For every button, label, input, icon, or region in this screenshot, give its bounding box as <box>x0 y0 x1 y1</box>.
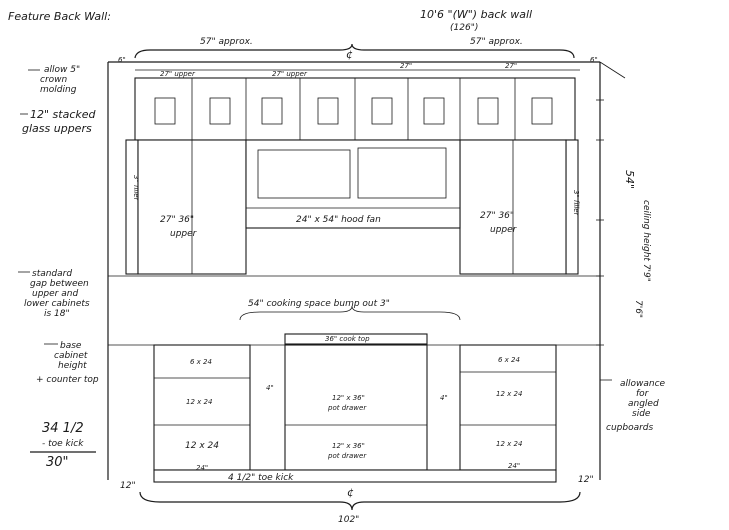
side-dim-left: 12" <box>120 481 136 491</box>
note-line: 12" stacked <box>30 108 97 121</box>
base-cabinet-right <box>459 344 557 471</box>
note-line: for <box>636 389 650 399</box>
top-dimension-sub: (126") <box>450 23 478 33</box>
note-line: standard <box>32 269 72 279</box>
note-line: crown <box>40 75 68 85</box>
cooking-space-label: 54" cooking space bump out 3" <box>248 299 390 309</box>
drawer-top-label-1: 12" x 36" <box>332 394 365 402</box>
left-base-1: 6 x 24 <box>190 358 212 366</box>
filler-left <box>125 139 139 275</box>
ceiling-height-label: ceiling height 7'9" <box>641 200 651 282</box>
upper-dim-1: 27" upper <box>160 70 196 78</box>
left-note-crown: allow 5" crown molding <box>28 65 80 95</box>
left-base-2: 12 x 24 <box>186 398 212 406</box>
bottom-brace <box>139 491 581 511</box>
note-line: allow 5" <box>44 65 80 75</box>
hood-panel-right <box>357 147 447 199</box>
glass-pane <box>531 97 553 125</box>
hood-fan-label: 24" x 54" hood fan <box>296 215 381 225</box>
corner-angle <box>599 61 626 79</box>
drawer-top-label-2: pot drawer <box>327 404 367 412</box>
upper-left-label-2: upper <box>170 229 198 239</box>
note-line: cabinet <box>54 351 88 361</box>
corner-mark-right: 6" <box>590 56 598 64</box>
bottom-dimension: 102" <box>338 515 359 525</box>
glass-pane <box>154 97 176 125</box>
bottom-centerline: ¢ <box>347 486 354 499</box>
glass-pane <box>209 97 231 125</box>
height-label: 54" <box>623 170 636 189</box>
filler-right-label: 3" filler <box>572 190 580 217</box>
note-line: glass uppers <box>22 122 92 135</box>
note-line: height <box>58 361 87 371</box>
note-line: side <box>632 409 651 419</box>
gap-right-label: 4" <box>440 394 448 402</box>
base-cabinet-left <box>153 344 251 471</box>
sheet-title: Feature Back Wall: <box>8 10 111 23</box>
toe-kick-label: 4 1/2" toe kick <box>228 473 294 483</box>
drawer-bottom-label-2: pot drawer <box>327 452 367 460</box>
filler-left-label: 3" filler <box>132 175 140 202</box>
upper-right-label-1: 27" 36" <box>480 211 514 221</box>
left-span-label: 57" approx. <box>200 37 253 47</box>
right-span-label: 57" approx. <box>470 37 523 47</box>
math-line: 30" <box>46 455 69 470</box>
lower-height-label: 7'6" <box>633 300 643 318</box>
right-note-allowance: allowance for angled side cupboards <box>600 379 666 433</box>
left-note-gap: standard gap between upper and lower cab… <box>18 269 90 319</box>
centerline-mark: ¢ <box>346 48 353 61</box>
note-line: molding <box>40 85 77 95</box>
note-line: + counter top <box>36 375 99 385</box>
base-width-left: 24" <box>196 464 208 472</box>
glass-pane <box>423 97 445 125</box>
left-note-glass: 12" stacked glass uppers <box>20 108 97 135</box>
right-base-2: 12 x 24 <box>496 390 522 398</box>
left-note-base: base cabinet height + counter top <box>36 341 99 385</box>
upper-left-label-1: 27" 36" <box>160 215 194 225</box>
upper-right-label-2: upper <box>490 225 518 235</box>
note-line: gap between <box>30 279 89 289</box>
cooktop-label: 36" cook top <box>325 335 370 343</box>
note-line: base <box>60 341 82 351</box>
glass-pane <box>477 97 499 125</box>
note-line: angled <box>628 399 659 409</box>
math-line: 34 1/2 <box>42 421 84 436</box>
note-line: upper and <box>32 289 78 299</box>
upper-dim-3: 27" <box>400 62 412 70</box>
hood-surround <box>245 139 461 229</box>
hood-panel-left <box>257 149 351 199</box>
right-base-3: 12 x 24 <box>496 440 522 448</box>
gap-left-label: 4" <box>266 384 274 392</box>
glass-pane <box>261 97 283 125</box>
left-base-3: 12 x 24 <box>185 441 219 451</box>
glass-pane <box>371 97 393 125</box>
side-dim-right: 12" <box>578 475 594 485</box>
note-line: cupboards <box>606 423 654 433</box>
right-base-1: 6 x 24 <box>498 356 520 364</box>
toe-kick <box>153 469 557 483</box>
math-line: - toe kick <box>42 439 84 449</box>
upper-dim-4: 27" <box>505 62 517 70</box>
glass-pane <box>317 97 339 125</box>
upper-dim-2: 27" upper <box>272 70 308 78</box>
note-line: lower cabinets <box>24 299 90 309</box>
corner-mark-left: 6" <box>118 56 126 64</box>
cooktop <box>284 333 428 345</box>
top-dimension: 10'6 "(W") back wall <box>420 8 532 21</box>
note-line: allowance <box>620 379 666 389</box>
right-ticks <box>596 99 604 346</box>
height-math: 34 1/2 - toe kick 30" <box>30 421 96 470</box>
note-line: is 18" <box>44 309 70 319</box>
drawer-bottom-label-1: 12" x 36" <box>332 442 365 450</box>
span-brace <box>134 43 575 59</box>
base-width-right: 24" <box>508 462 520 470</box>
cooking-brace <box>239 305 461 321</box>
